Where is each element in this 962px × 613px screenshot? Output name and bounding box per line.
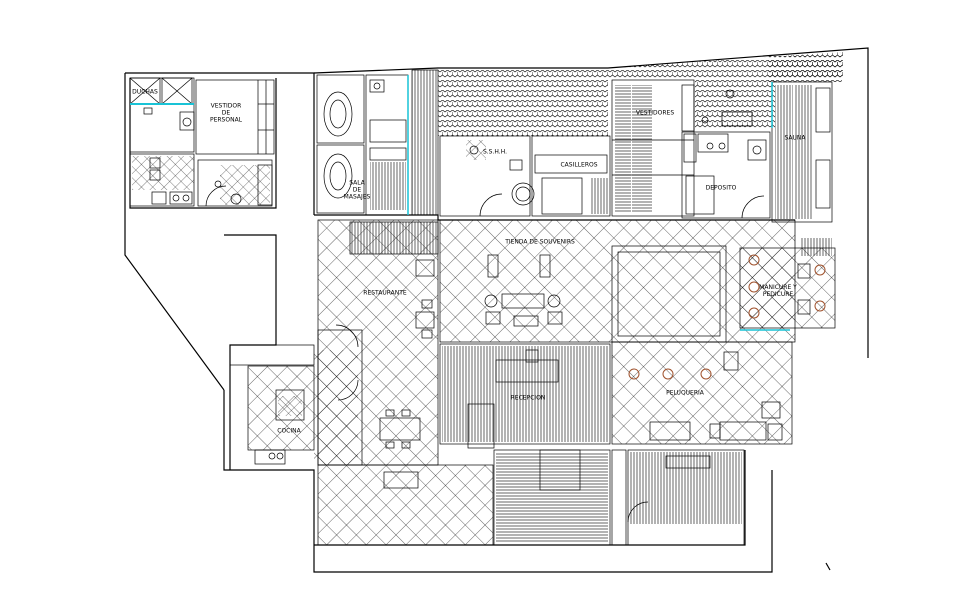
bottom-right-area — [611, 449, 745, 546]
room-label-deposito: DEPOSITO — [705, 184, 737, 192]
room-label-vestidores: VESTIDORES — [635, 109, 675, 117]
room-label-manicure: MANICURE Y PEDICURE — [759, 284, 797, 298]
vestidores-block — [611, 79, 695, 217]
gravel-area — [438, 52, 843, 136]
souvenirs-area — [439, 219, 796, 343]
right-column — [771, 81, 833, 223]
room-label-peluqueria: PELUQUERIA — [666, 389, 704, 397]
room-label-recepcion: RECEPCION — [510, 394, 546, 402]
manicure-area — [739, 238, 836, 331]
recepcion-area — [317, 343, 611, 546]
room-label-ssuh: S.S.H.H. — [482, 148, 508, 156]
room-label-restaurante: RESTAURANTE — [363, 289, 407, 297]
room-label-vestidor-personal: VESTIDOR DE PERSONAL — [209, 102, 243, 124]
room-label-sala-masajes: SALA DE MASAJES — [343, 179, 371, 201]
peluqueria-area — [611, 341, 793, 445]
deposito-block — [681, 89, 771, 219]
sauna-block — [316, 69, 439, 216]
room-label-sauna: SAUNA — [784, 134, 806, 142]
staff-area — [129, 77, 275, 207]
room-label-cocina: COCINA — [277, 427, 301, 435]
room-label-duchas: DUCHAS — [132, 88, 158, 96]
restaurante-area — [317, 219, 439, 466]
room-label-casilleros: CASILLEROS — [560, 161, 598, 169]
room-label-tienda: TIENDA DE SOUVENIRS — [505, 238, 575, 246]
lockers-block — [439, 135, 611, 217]
cocina-area — [229, 344, 358, 465]
